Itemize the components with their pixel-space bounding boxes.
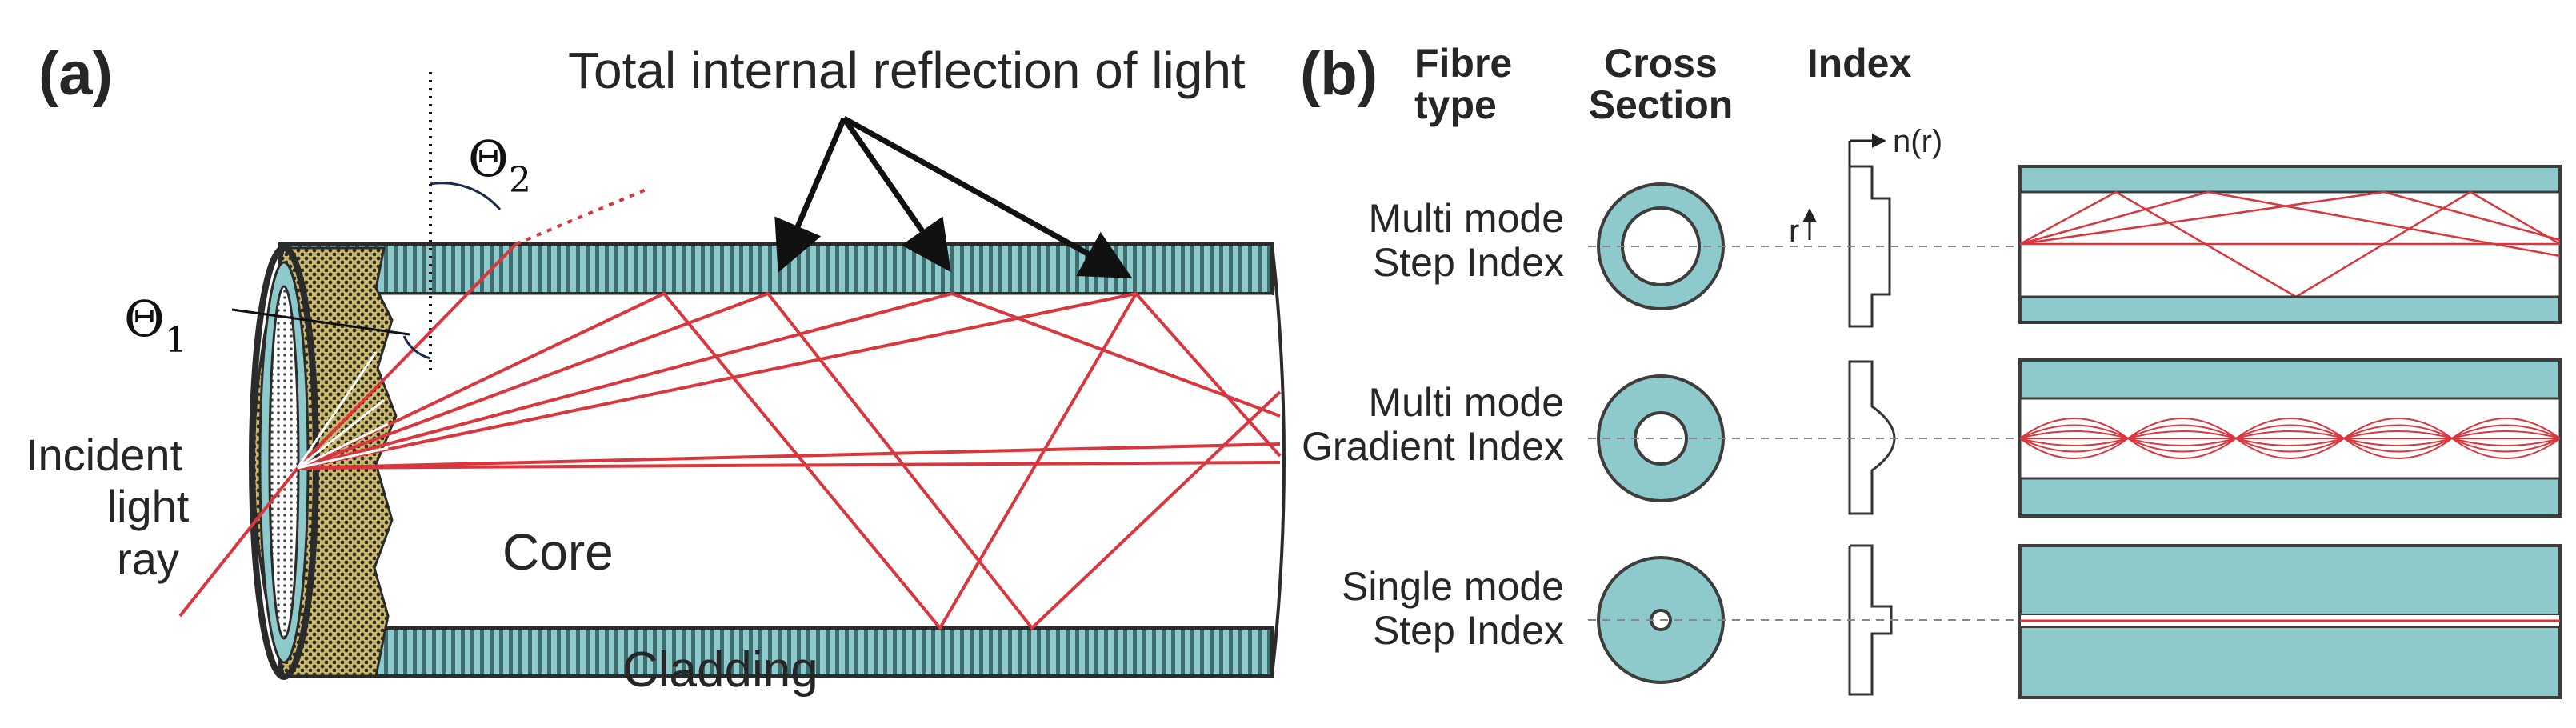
tir-arrows [774,115,1133,279]
long-2-ray-f [2019,430,2561,446]
tir-caption: Total internal reflection of light [568,42,1246,99]
longitudinal-graded-multimode [2018,358,2562,518]
theta1-pointer [231,308,410,336]
end-face-rays [296,351,389,470]
theta2-label: Θ2 [468,130,531,201]
panel-b: (b) Fibre type Cross Section Index Multi… [1300,40,2562,699]
index-axis-label: n(r) [1893,124,1942,159]
index-profile-1 [1848,165,1891,328]
end-face-core-disc [268,285,300,640]
ray-path-3 [297,291,1281,470]
index-axis-marker: n(r) [1848,124,1942,166]
fibre-body [278,242,1286,678]
theta1-arc [402,335,431,360]
ray-path-6 [297,292,1137,470]
incident-label-line1: Incident [26,430,183,480]
row1-label-line1: Multi mode [1368,196,1564,241]
index-profile-single-mode [1848,544,1893,696]
theta1-label: Θ1 [124,290,187,361]
index-profile-step-multimode [1848,165,1891,328]
tir-arrow-1 [774,117,847,273]
longitudinal-single-mode [2018,544,2562,699]
fibre-right-edge [1270,243,1286,677]
index-profile-3 [1848,544,1893,696]
row1-label-line2: Step Index [1373,240,1564,285]
panel-a-label: (a) [38,40,113,108]
radius-marker: r [1789,208,1817,249]
tir-arrow-3 [842,115,1133,279]
incident-label-line2: light [107,481,190,531]
panel-b-label: (b) [1300,40,1378,108]
long-2-rays [2019,418,2561,459]
refracted-ray [296,242,518,470]
header-index: Index [1807,41,1912,86]
ray-path-2 [297,291,1282,630]
header-cross-line1: Cross [1604,41,1718,86]
row2-label-line1: Multi mode [1368,380,1564,425]
row3-label-line1: Single mode [1342,564,1564,609]
cladding-label: Cladding [622,642,818,698]
radius-label: r [1789,214,1799,249]
long-2-ray-e [2019,430,2561,446]
long-1-ray-b [2019,190,2561,246]
header-cross-line2: Section [1589,82,1734,127]
index-profile-graded-multimode [1848,360,1896,515]
ray-path-5 [297,461,1281,470]
ray-path-1 [297,290,1282,631]
row2-label-line2: Gradient Index [1302,424,1564,469]
row-axes [1588,246,2020,621]
core-region [280,294,1272,628]
theta2-arc [430,182,502,210]
end-face-ray-3 [297,446,389,470]
core-label: Core [502,523,614,581]
header-fibre-line1: Fibre [1414,41,1512,86]
long-2-ray-b [2019,418,2561,459]
long-2-ray-d [2019,424,2561,453]
index-profile-2 [1848,360,1896,515]
long-2-ray-c [2019,424,2561,453]
header-fibre-line2: type [1414,82,1497,127]
top-cladding [278,242,1274,295]
end-face-ray-4 [297,422,389,470]
ray-path-4 [297,442,1281,470]
longitudinal-step-multimode [2018,165,2562,324]
end-face-ray-1 [296,351,378,469]
light-rays [178,187,1282,631]
tir-arrow-2 [842,117,951,273]
panel-a: (a) [26,40,1286,698]
refracted-ray-outside [515,187,649,246]
row3-label-line2: Step Index [1373,608,1564,653]
long-1-ray-c [2019,190,2561,258]
incident-label-line3: ray [117,534,179,584]
end-face-ray-2 [297,398,385,470]
long-2-ray-a [2019,418,2561,459]
incident-ray [178,466,299,618]
